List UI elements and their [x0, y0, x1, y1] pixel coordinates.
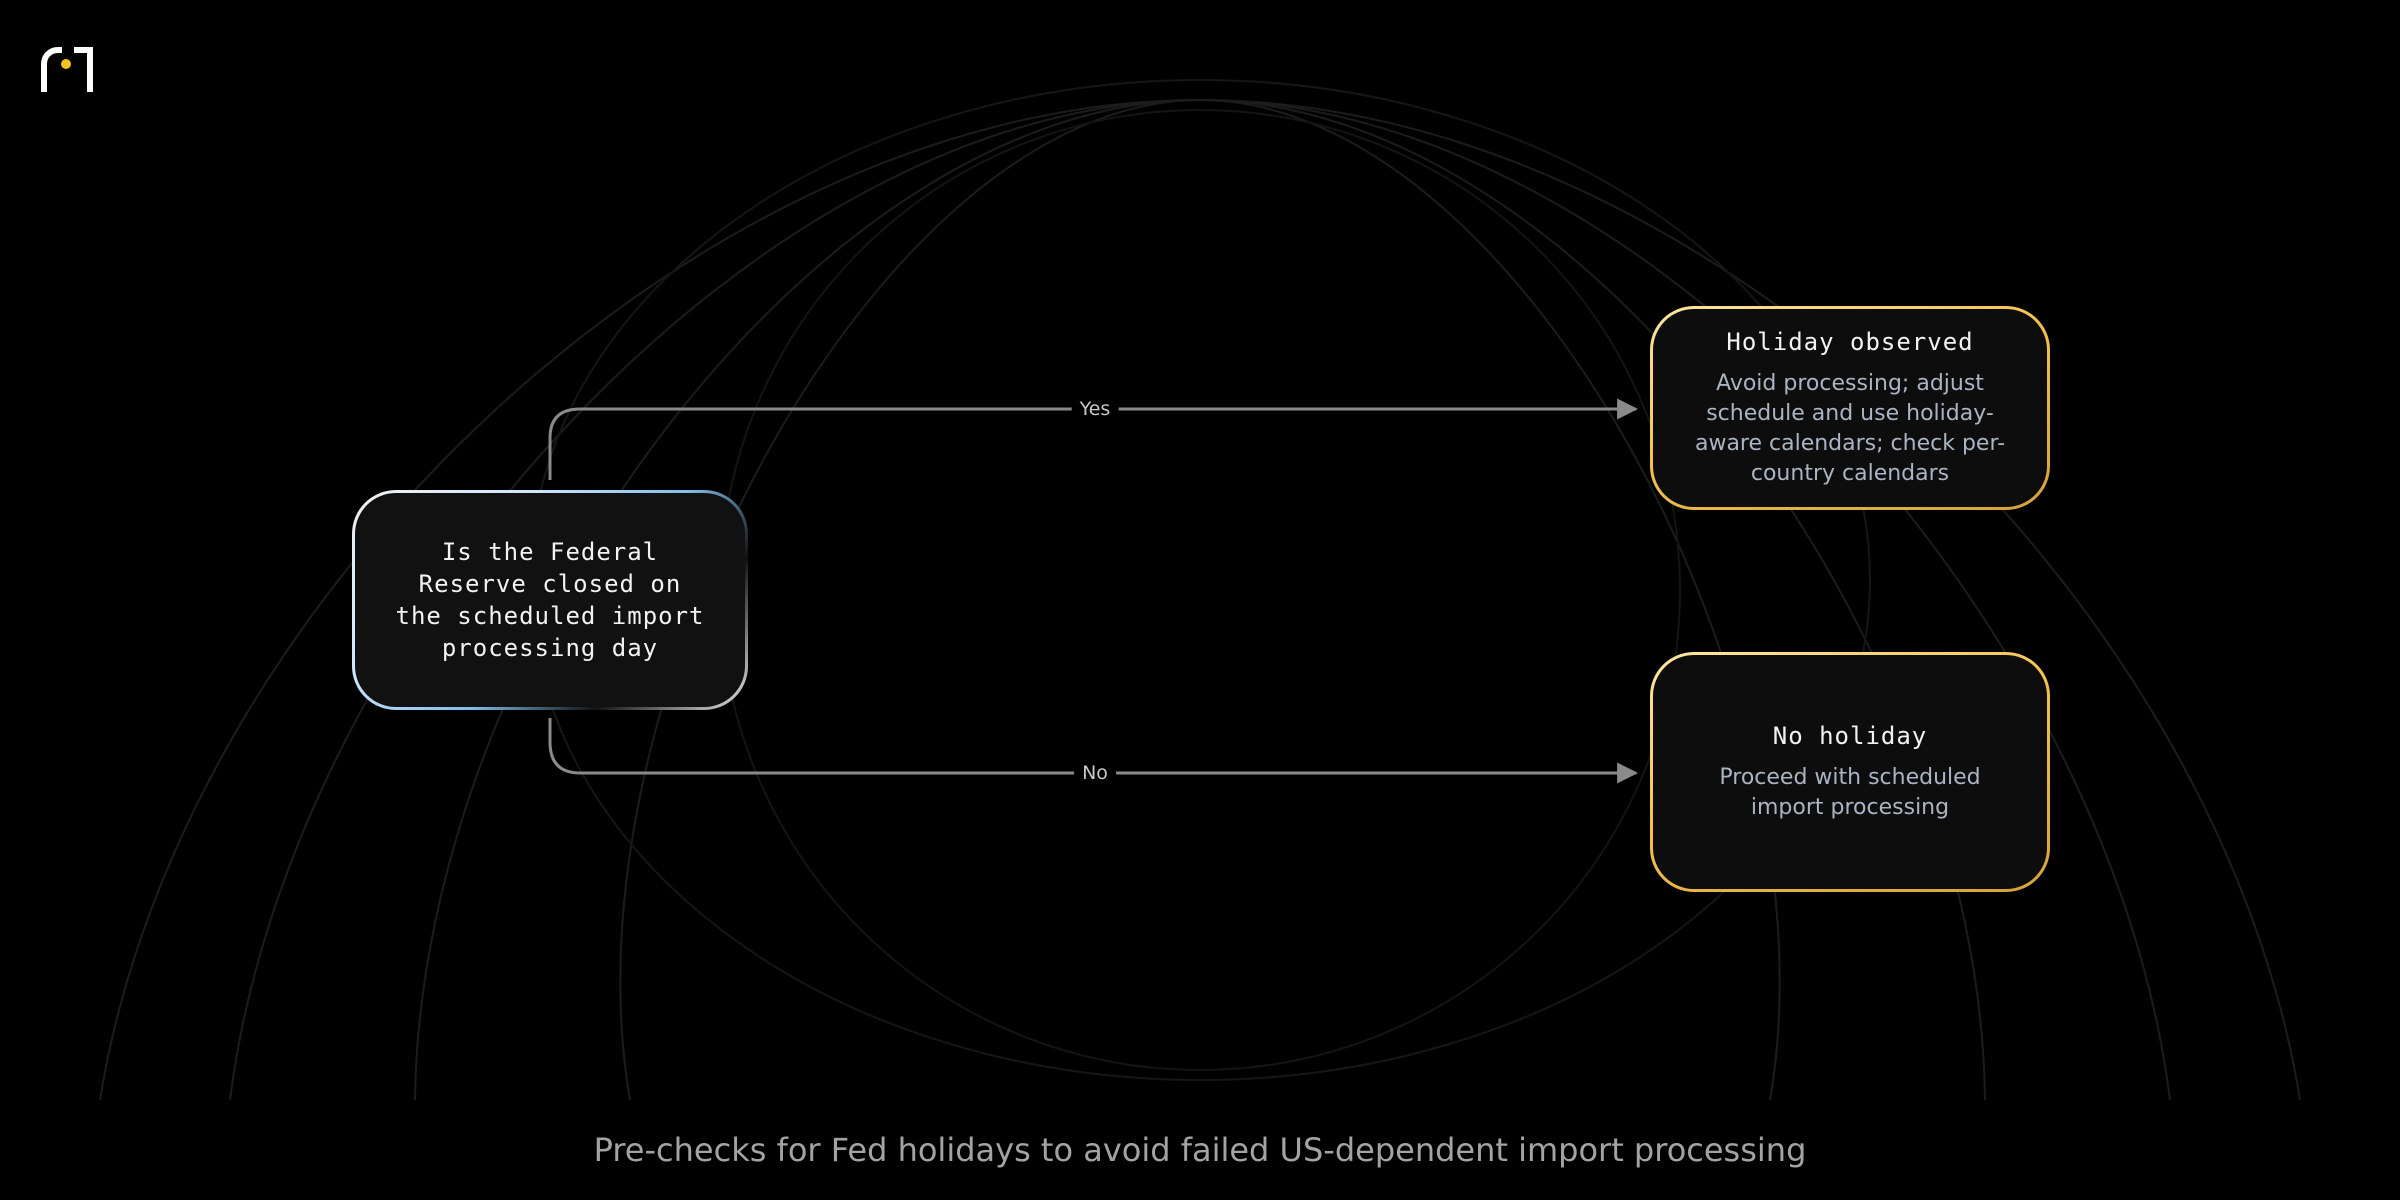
decision-node: Is the Federal Reserve closed on the sch…: [352, 490, 748, 710]
no-connector: [548, 718, 1639, 784]
outcome-node-holiday-observed: Holiday observed Avoid processing; adjus…: [1650, 306, 2050, 510]
outcome-title-holiday-observed: Holiday observed: [1726, 328, 1974, 356]
yes-connector: [548, 398, 1639, 480]
decision-question: Is the Federal Reserve closed on the sch…: [395, 538, 705, 662]
outcome-description-no-holiday: Proceed with scheduled import processing: [1719, 765, 1981, 820]
brand-logo-icon: [41, 47, 93, 92]
outcome-description-holiday-observed: Avoid processing; adjust schedule and us…: [1694, 371, 2006, 486]
yes-edge-label: Yes: [1071, 398, 1119, 420]
diagram-caption: Pre-checks for Fed holidays to avoid fai…: [593, 1131, 1807, 1169]
outcome-title-no-holiday: No holiday: [1772, 722, 1928, 750]
outcome-node-no-holiday: No holiday Proceed with scheduled import…: [1650, 652, 2050, 892]
no-edge-label: No: [1074, 762, 1116, 784]
